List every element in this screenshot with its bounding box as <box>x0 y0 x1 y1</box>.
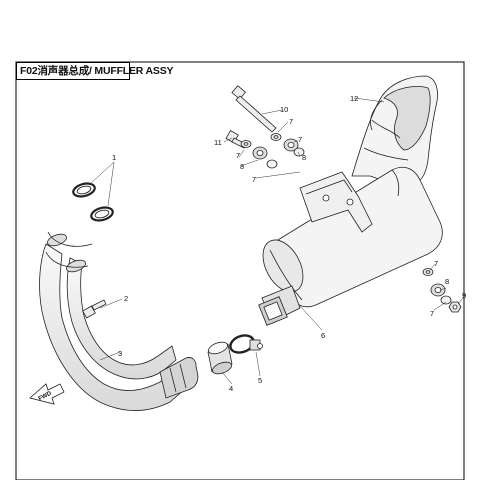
callout-11: 11 <box>214 138 222 147</box>
callout-7e: 7 <box>430 309 434 318</box>
callout-7f: 7 <box>298 135 302 144</box>
muffler <box>258 166 443 326</box>
callouts: 1 2 3 4 5 6 7 7 7 7 7 8 8 9 10 11 12 7 8 <box>112 94 466 393</box>
callout-7a: 7 <box>289 117 293 126</box>
callout-6: 6 <box>321 331 325 340</box>
callout-10: 10 <box>280 105 288 114</box>
callout-5: 5 <box>258 376 262 385</box>
callout-3: 3 <box>118 349 122 358</box>
bolt-2 <box>82 299 107 319</box>
title-box: F02消声器总成/ MUFFLER ASSY <box>16 62 174 80</box>
exhaust-pipe <box>39 231 199 411</box>
border-box <box>15 61 465 480</box>
callout-8b: 8 <box>445 277 449 286</box>
callout-7d: 7 <box>434 259 438 268</box>
callout-9: 9 <box>462 291 466 300</box>
long-bolt <box>231 85 277 133</box>
washers-upper <box>240 133 305 169</box>
gaskets <box>72 182 114 222</box>
leader-lines <box>89 97 467 385</box>
callout-7b: 7 <box>236 151 240 160</box>
callout-2: 2 <box>124 294 128 303</box>
callout-4: 4 <box>229 384 233 393</box>
callout-1: 1 <box>112 153 116 162</box>
clamp <box>229 334 263 354</box>
callout-8c: 8 <box>302 153 306 162</box>
callout-8a: 8 <box>240 162 244 171</box>
callout-7c: 7 <box>252 175 256 184</box>
fwd-arrow: FWD <box>29 383 65 405</box>
page-title: F02消声器总成/ MUFFLER ASSY <box>20 65 174 77</box>
callout-12: 12 <box>350 94 358 103</box>
washers-lower <box>422 268 462 313</box>
heat-shield <box>351 75 438 187</box>
sleeve <box>207 341 233 375</box>
